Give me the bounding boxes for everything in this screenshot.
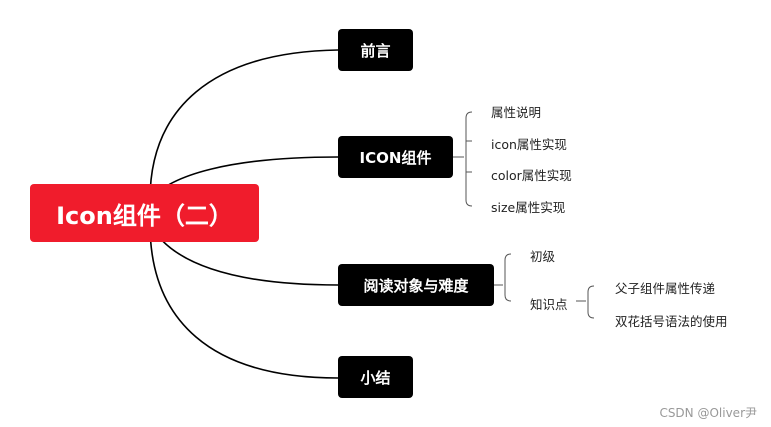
bracket-audience <box>494 253 512 302</box>
bracket-knowledge <box>576 285 595 319</box>
subtopic-attribute-description: 属性说明 <box>491 105 542 120</box>
root-node: Icon组件（二） <box>30 184 259 242</box>
connector-root-summary <box>149 223 339 379</box>
subtopic-mustache-syntax: 双花括号语法的使用 <box>615 314 728 329</box>
watermark: CSDN @Oliver尹 <box>659 406 757 420</box>
subtopic-color-attribute: color属性实现 <box>491 168 572 183</box>
subtopic-icon-attribute: icon属性实现 <box>491 137 567 152</box>
connector-root-preface <box>149 49 339 201</box>
subtopic-parent-child-props: 父子组件属性传递 <box>615 281 716 296</box>
subtopic-beginner: 初级 <box>530 249 556 264</box>
topic-icon-component: ICON组件 <box>338 136 453 178</box>
topic-preface: 前言 <box>338 29 413 71</box>
topic-summary: 小结 <box>338 356 413 398</box>
subtopic-knowledge-points: 知识点 <box>530 297 568 312</box>
bracket-icon-component <box>453 111 473 207</box>
topic-audience-difficulty: 阅读对象与难度 <box>338 264 494 306</box>
subtopic-size-attribute: size属性实现 <box>491 200 566 215</box>
